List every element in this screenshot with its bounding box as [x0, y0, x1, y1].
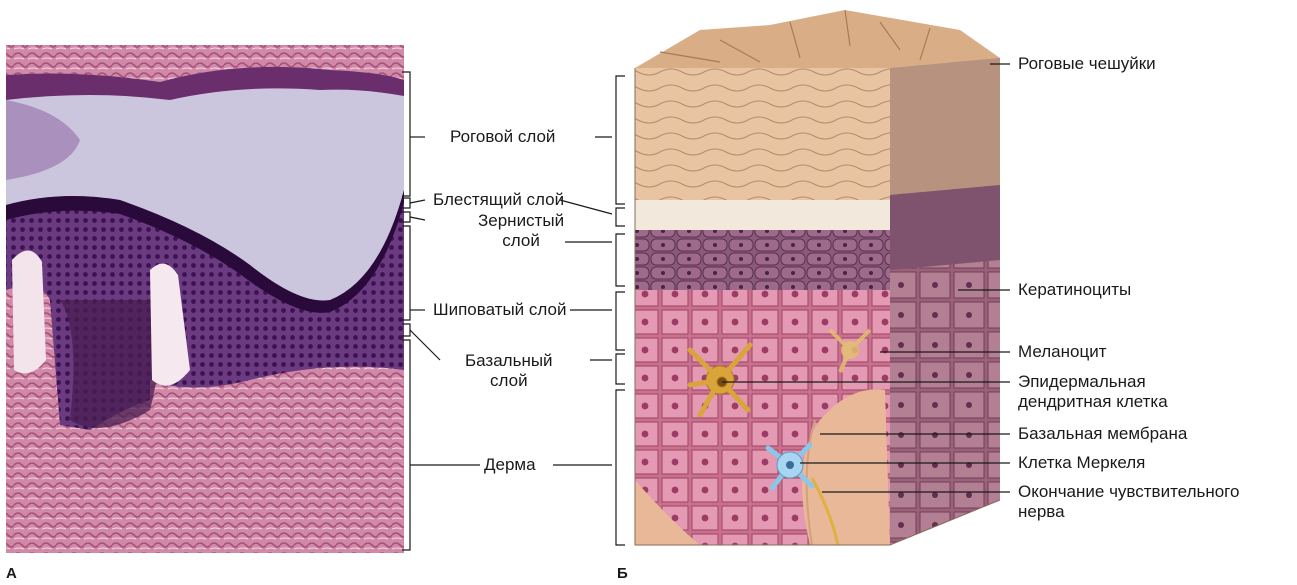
front-stratum-lucidum: [635, 200, 890, 230]
label-keratinocytes: Кератиноциты: [1018, 280, 1131, 300]
label-nerve-ending: Окончание чувствительного нерва: [1018, 482, 1239, 522]
front-stratum-corneum: [635, 68, 890, 200]
label-merkel-cell: Клетка Меркеля: [1018, 453, 1145, 473]
label-basement-membrane: Базальная мембрана: [1018, 424, 1187, 444]
panel-letter-b: Б: [617, 565, 628, 582]
label-melanocyte: Меланоцит: [1018, 342, 1106, 362]
label-dendritic-cell: Эпидермальная дендритная клетка: [1018, 372, 1168, 412]
front-stratum-granulosum: [635, 230, 890, 290]
label-cornified-scales: Роговые чешуйки: [1018, 54, 1156, 74]
top-face-scales: [635, 10, 1000, 68]
